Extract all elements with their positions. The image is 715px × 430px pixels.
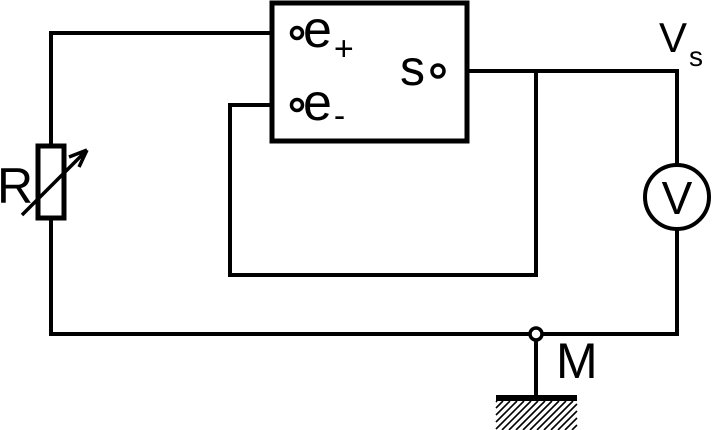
node-m [528,326,544,342]
label-output-s: s [400,40,425,96]
label-voltmeter: V [662,172,693,224]
variable-resistor-body [35,143,67,221]
label-ground-node: M [556,333,598,389]
label-resistor: R [0,158,33,214]
wire-output [440,69,679,167]
terminal-e-plus [289,25,305,41]
terminal-e-minus [289,97,305,113]
variable-resistor-arrow [20,148,89,217]
ground-hatch [495,400,578,430]
label-input-minus: e- [303,74,345,135]
voltmeter-body [643,163,711,231]
label-input-plus: e+ [303,1,354,68]
wire-feedback [228,71,538,277]
terminal-s [430,63,446,79]
wire-main-loop [49,31,679,336]
label-supply-voltage: Vs [659,14,703,72]
